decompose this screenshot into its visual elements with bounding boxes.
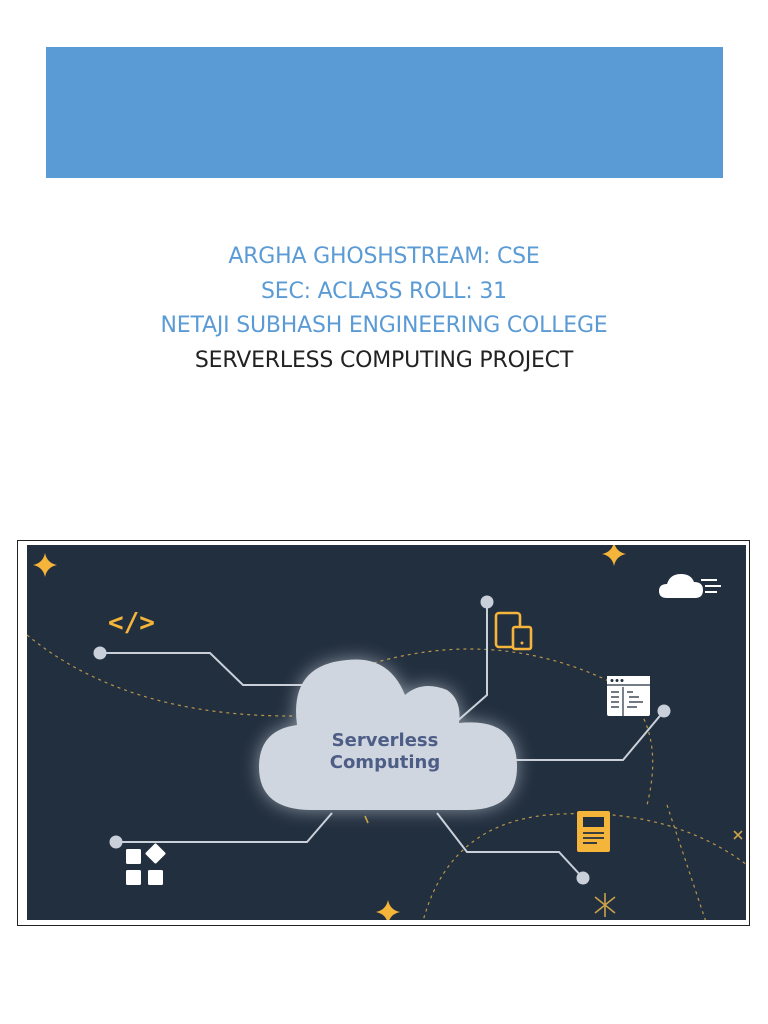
project-title: SERVERLESS COMPUTING PROJECT bbox=[194, 347, 574, 373]
sparkle-icon bbox=[33, 553, 57, 577]
cloud-label-line2: Computing bbox=[329, 752, 441, 773]
college-name: NETAJI SUBHASH ENGINEERING COLLEGE bbox=[160, 313, 608, 338]
browser-window-icon bbox=[607, 676, 650, 716]
cover-info: ARGHA GHOSHSTREAM: CSE SEC: ACLASS ROLL:… bbox=[0, 240, 768, 378]
dot-blocks bbox=[109, 835, 123, 849]
dot-devices bbox=[480, 595, 494, 609]
fast-cloud-icon bbox=[659, 574, 721, 598]
star-mark-icon bbox=[364, 815, 369, 824]
sparkle-icon bbox=[376, 900, 400, 920]
cloud-shape bbox=[259, 659, 517, 810]
document-icon bbox=[577, 811, 610, 852]
star-mark-icon bbox=[594, 893, 616, 917]
connector-blocks bbox=[116, 812, 333, 843]
cover-illustration-frame: </> Serverless Computing bbox=[17, 540, 750, 926]
small-star-marks bbox=[364, 815, 743, 917]
orbit-arc-right bbox=[366, 648, 654, 806]
orbit-arcs bbox=[27, 634, 746, 920]
section-roll: SEC: ACLASS ROLL: 31 bbox=[261, 278, 507, 304]
connector-lines bbox=[100, 602, 665, 879]
dot-browser bbox=[657, 704, 671, 718]
author-stream: ARGHA GHOSHSTREAM: CSE bbox=[228, 244, 540, 269]
cloud-label: Serverless Computing bbox=[295, 730, 475, 774]
illustration-svg: </> bbox=[27, 545, 746, 920]
blocks-icon bbox=[126, 843, 166, 885]
star-mark-icon bbox=[733, 830, 743, 840]
orbit-arc-left bbox=[27, 634, 328, 717]
cover-illustration: </> Serverless Computing bbox=[27, 545, 746, 920]
connector-code bbox=[100, 652, 317, 686]
dot-document bbox=[576, 871, 590, 885]
header-banner bbox=[46, 47, 723, 178]
devices-icon bbox=[494, 611, 533, 651]
orbit-arc-bottom-right bbox=[666, 804, 706, 920]
sparkles bbox=[33, 545, 626, 920]
sparkle-icon bbox=[602, 545, 626, 566]
connector-document bbox=[436, 812, 584, 879]
cloud-label-line1: Serverless bbox=[331, 730, 439, 751]
connector-dots bbox=[93, 595, 671, 885]
connector-browser bbox=[507, 710, 665, 761]
dot-code bbox=[93, 646, 107, 660]
connector-devices bbox=[446, 602, 488, 731]
code-icon: </> bbox=[108, 608, 155, 638]
orbit-arc-bottom bbox=[422, 812, 746, 920]
